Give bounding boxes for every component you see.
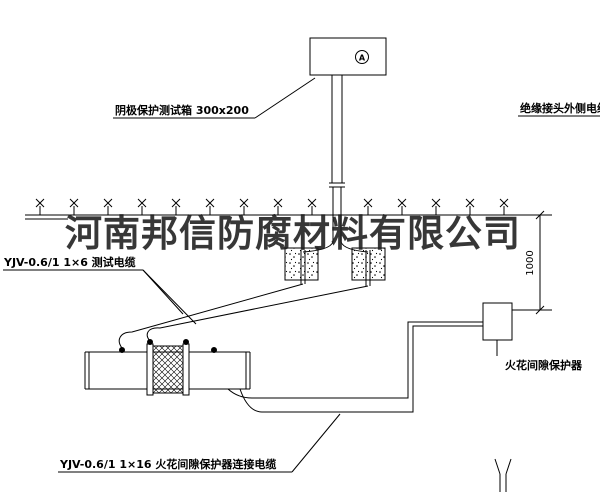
test-cable-a	[118, 283, 304, 349]
label-test-box: 阴极保护测试箱 300x200	[115, 103, 249, 117]
ammeter-circle	[355, 50, 369, 64]
spark-gap-protector	[482, 302, 513, 356]
riser-conduit	[302, 75, 369, 253]
label-connection-cable: YJV-0.6/1 1×16 火花间隙保护器连接电缆	[59, 457, 276, 471]
weld-dot-2	[147, 339, 153, 345]
test-cable-b	[146, 285, 369, 342]
spark-cable-2	[239, 325, 483, 413]
dimension-1000	[512, 210, 552, 315]
break-symbol	[494, 458, 512, 492]
weld-dot-3	[183, 339, 189, 345]
test-box	[309, 37, 387, 76]
dimension-text: 1000	[525, 250, 536, 275]
ammeter-letter: A	[359, 54, 366, 63]
watermark-text: 河南邦信防腐材料有限公司	[65, 211, 521, 255]
insulating-joint	[146, 343, 190, 396]
flange-left	[146, 343, 154, 396]
label-spark-gap: 火花间隙保护器	[505, 358, 583, 372]
concrete-block-left	[284, 247, 319, 284]
flange-right	[182, 343, 190, 396]
label-outside-cable: 绝缘接头外侧电缆	[520, 101, 600, 115]
spark-cable-1	[227, 321, 483, 399]
label-test-cable: YJV-0.6/1 1×6 测试电缆	[3, 255, 136, 269]
concrete-block-right	[351, 247, 386, 286]
weld-dot-1	[119, 347, 125, 353]
weld-dot-4	[211, 347, 217, 353]
leader-lines	[3, 77, 600, 473]
